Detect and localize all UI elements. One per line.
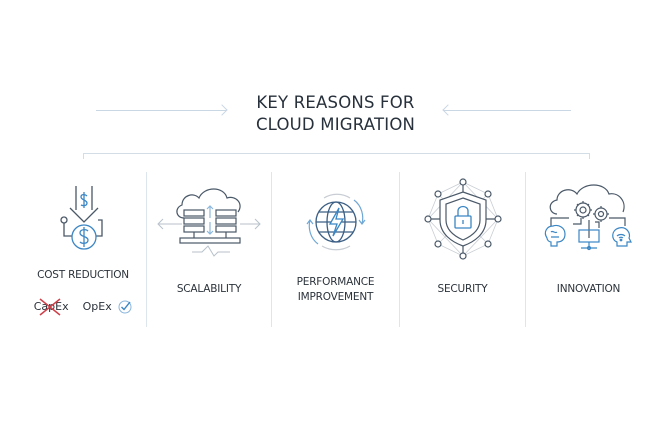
reason-innovation: INNOVATION [526, 172, 651, 327]
title-line-1: KEY REASONS FOR [256, 93, 415, 112]
column-divider [271, 172, 272, 327]
reason-label: SCALABILITY [176, 283, 242, 295]
capex-opex: CapEx OpEx [20, 298, 146, 316]
column-divider [399, 172, 400, 327]
connector-bracket [83, 153, 590, 159]
reason-cost-reduction: COST REDUCTION CapEx OpEx [20, 172, 146, 327]
cloud-gears-ai-icon [526, 180, 651, 260]
column-divider [146, 172, 147, 327]
reason-security: SECURITY [400, 172, 525, 327]
right-arrow-line [443, 110, 571, 111]
check-icon [118, 300, 132, 314]
cross-icon [39, 298, 61, 316]
dollar-down-icon [20, 180, 146, 260]
reason-performance-improvement: PERFORMANCE IMPROVEMENT [272, 172, 399, 327]
shield-lock-network-icon [400, 178, 525, 260]
column-divider [525, 172, 526, 327]
reason-label: SECURITY [437, 283, 488, 295]
capex-crossed: CapEx [34, 298, 69, 316]
title-line-2: CLOUD MIGRATION [255, 115, 416, 134]
left-arrow-line [96, 110, 226, 111]
reason-label: COST REDUCTION [37, 269, 129, 281]
opex-label: OpEx [82, 300, 112, 313]
globe-lightning-icon [272, 180, 399, 260]
cloud-servers-icon [147, 180, 271, 260]
reason-label: INNOVATION [556, 283, 621, 295]
reason-scalability: SCALABILITY [147, 172, 271, 327]
page-title: KEY REASONS FOR CLOUD MIGRATION [0, 92, 671, 136]
reason-label: PERFORMANCE IMPROVEMENT [296, 276, 375, 303]
